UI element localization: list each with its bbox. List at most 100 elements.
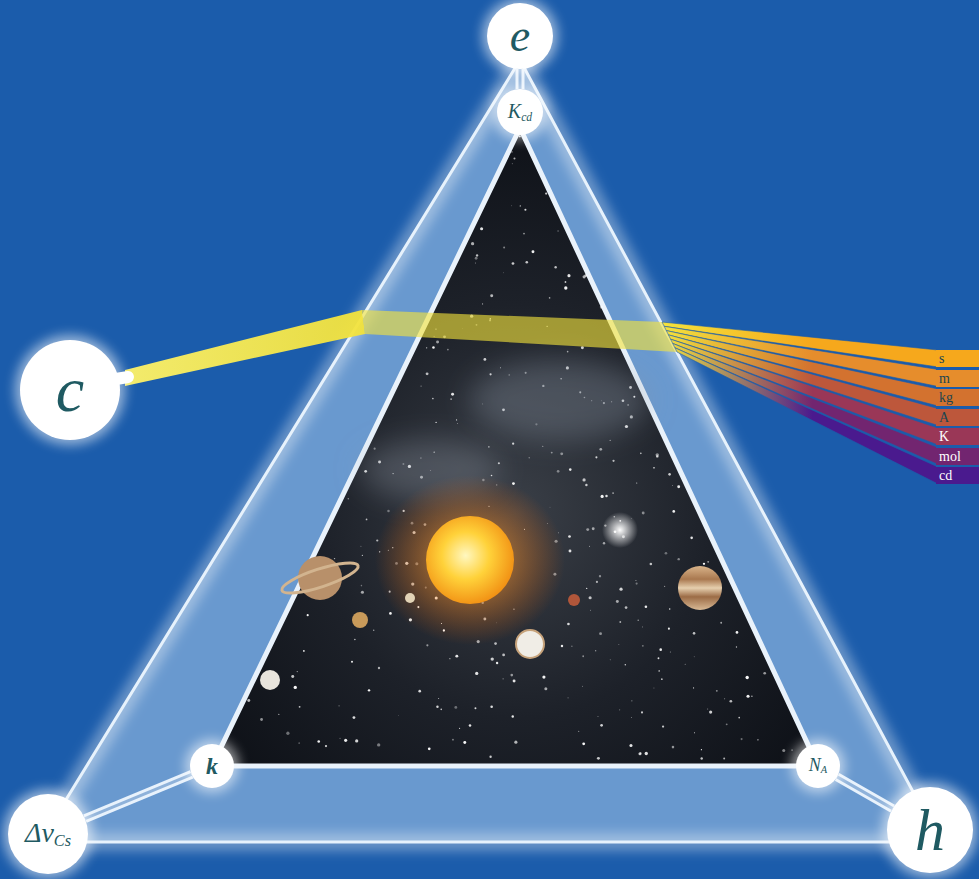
star xyxy=(490,294,493,297)
star xyxy=(640,453,642,455)
star xyxy=(317,740,320,743)
star xyxy=(703,563,705,565)
constant-circle: c xyxy=(20,340,120,440)
star xyxy=(631,700,632,701)
star xyxy=(435,422,436,423)
star xyxy=(482,303,483,304)
connector-line xyxy=(837,777,893,809)
star xyxy=(299,706,301,708)
star xyxy=(659,648,662,651)
star xyxy=(490,705,493,708)
star xyxy=(449,658,450,659)
star xyxy=(455,655,458,658)
star xyxy=(561,645,563,647)
star xyxy=(738,717,740,719)
star xyxy=(475,257,478,260)
sun-glow xyxy=(375,475,565,645)
planet-ring xyxy=(279,557,361,599)
spectrum-bands xyxy=(662,322,938,484)
star xyxy=(631,717,633,719)
star xyxy=(585,484,587,486)
star xyxy=(700,757,702,759)
star xyxy=(480,227,483,230)
star xyxy=(557,470,560,473)
star xyxy=(581,346,584,349)
star xyxy=(471,242,474,245)
star xyxy=(665,552,668,555)
constant-circle: NA xyxy=(796,744,840,788)
star xyxy=(338,705,339,706)
star xyxy=(440,709,442,711)
connector-line xyxy=(519,69,522,89)
star xyxy=(491,657,494,660)
star xyxy=(549,506,551,508)
star xyxy=(616,600,619,603)
star xyxy=(286,732,289,735)
star xyxy=(436,340,439,343)
star xyxy=(635,579,637,581)
star xyxy=(494,642,497,645)
star xyxy=(658,670,660,672)
connector xyxy=(85,774,192,818)
spectrum-band xyxy=(673,343,938,464)
star xyxy=(348,498,349,499)
star xyxy=(736,646,737,647)
star xyxy=(582,655,584,657)
star xyxy=(693,656,695,658)
constant-circle: ΔνCs xyxy=(8,794,88,874)
star xyxy=(511,163,513,165)
star xyxy=(661,678,663,680)
star xyxy=(690,537,693,540)
star xyxy=(426,347,427,348)
star xyxy=(387,510,390,513)
star xyxy=(637,620,639,622)
star xyxy=(514,741,517,744)
star xyxy=(303,650,305,652)
star xyxy=(597,715,599,717)
star xyxy=(389,612,392,615)
star xyxy=(426,644,428,646)
star xyxy=(418,690,421,693)
star xyxy=(503,246,505,248)
star xyxy=(373,630,375,632)
star xyxy=(297,671,298,672)
constant-circle: Kcd xyxy=(497,89,543,135)
star xyxy=(436,706,438,708)
star xyxy=(571,646,572,647)
star xyxy=(619,709,620,710)
star xyxy=(601,495,604,498)
star xyxy=(512,715,514,717)
unit-label: kg xyxy=(936,388,979,406)
star xyxy=(489,756,491,758)
star xyxy=(586,528,589,531)
planet xyxy=(568,594,580,606)
star xyxy=(511,151,512,152)
star xyxy=(720,622,722,624)
star xyxy=(420,385,421,386)
planet xyxy=(298,556,342,600)
star xyxy=(355,739,358,742)
constant-symbol: e xyxy=(510,13,530,59)
star xyxy=(592,527,595,530)
star xyxy=(610,440,611,441)
star xyxy=(447,349,449,351)
star xyxy=(707,561,709,563)
star xyxy=(496,662,498,664)
connector-line xyxy=(85,774,192,818)
star xyxy=(677,485,680,488)
star xyxy=(260,718,263,721)
prism-glow xyxy=(40,60,940,842)
star xyxy=(278,714,279,715)
star xyxy=(361,585,363,587)
star xyxy=(557,230,558,231)
star xyxy=(642,645,644,647)
connector-line xyxy=(516,69,525,89)
star xyxy=(502,678,503,679)
star xyxy=(512,443,514,445)
connector xyxy=(837,777,893,809)
star xyxy=(636,482,637,483)
star xyxy=(763,672,766,675)
star xyxy=(603,542,605,544)
star xyxy=(469,724,472,727)
star xyxy=(605,495,608,498)
